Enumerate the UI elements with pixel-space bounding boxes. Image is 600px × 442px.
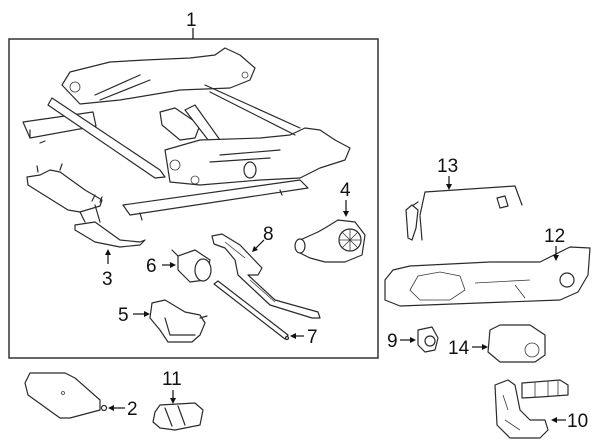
adjuster-motor-6-part xyxy=(171,249,212,283)
callout-4-arrowhead xyxy=(343,211,349,217)
seat-frame-assembly xyxy=(22,47,351,221)
callout-8: 8 xyxy=(263,224,274,245)
callout-2-arrowhead xyxy=(108,405,114,411)
seat-switch-part xyxy=(494,379,569,439)
callout-4: 4 xyxy=(340,180,351,201)
callout-6: 6 xyxy=(146,256,157,277)
callout-3-arrowhead xyxy=(105,249,111,255)
callout-5: 5 xyxy=(118,305,129,326)
adjuster-motor-5-part xyxy=(149,299,208,343)
callout-9: 9 xyxy=(387,331,398,352)
switch-knob-part xyxy=(417,326,439,353)
callout-14-arrowhead xyxy=(482,344,488,350)
callout-10: 10 xyxy=(567,411,588,432)
mounting-bracket-part xyxy=(26,163,146,248)
callout-5-arrowhead xyxy=(144,311,150,317)
switch-cover-part xyxy=(487,324,546,363)
callout-11-arrowhead xyxy=(170,398,176,404)
callout-8-arrowhead xyxy=(252,246,258,252)
callout-10-arrowhead xyxy=(551,417,557,423)
side-trim-panel-part xyxy=(384,246,591,307)
callout-13: 13 xyxy=(437,156,458,177)
callout-8-leader xyxy=(254,239,265,250)
bracket-arm-part xyxy=(211,233,321,319)
callout-12-arrowhead xyxy=(553,255,559,261)
callout-6-arrowhead xyxy=(170,262,176,268)
callout-2: 2 xyxy=(127,399,138,420)
callout-7: 7 xyxy=(307,327,318,348)
trim-support-rod-part xyxy=(405,185,523,241)
callout-11: 11 xyxy=(162,369,182,390)
callout-1: 1 xyxy=(186,10,197,31)
callout-9-arrowhead xyxy=(410,337,416,343)
callout-3: 3 xyxy=(102,269,113,290)
callout-12: 12 xyxy=(544,226,565,247)
callout-7-arrowhead xyxy=(290,333,296,339)
adjuster-motor-4-part xyxy=(294,219,366,263)
callout-13-arrowhead xyxy=(446,184,452,190)
callout-14: 14 xyxy=(448,338,470,359)
connector-housing-part xyxy=(152,402,204,431)
control-module-part xyxy=(24,372,108,419)
drive-cable-part xyxy=(213,280,290,341)
